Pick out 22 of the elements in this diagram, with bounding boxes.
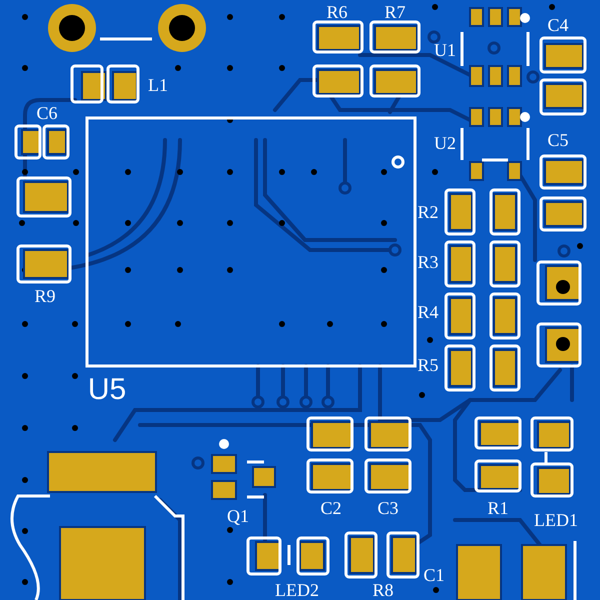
component-designator: U2 — [434, 134, 456, 152]
component-designator: LED1 — [534, 511, 578, 529]
component-designator: R3 — [418, 253, 438, 271]
component-designator: R4 — [418, 303, 438, 321]
component-designator: R7 — [384, 3, 406, 21]
component-designator: C1 — [424, 566, 444, 584]
component-designator: C2 — [320, 499, 342, 517]
component-designator: R8 — [372, 581, 394, 599]
component-designator: U5 — [88, 375, 126, 405]
component-designator: R2 — [418, 203, 438, 221]
component-designator: R9 — [34, 287, 56, 305]
component-designator: R6 — [326, 3, 348, 21]
component-designator: C4 — [548, 16, 568, 34]
component-designator: Q1 — [227, 507, 249, 525]
component-designator: C6 — [36, 104, 58, 122]
component-designator: U1 — [434, 41, 456, 59]
component-designator: L1 — [148, 76, 168, 94]
component-designator: R5 — [418, 356, 438, 374]
component-designator: LED2 — [275, 581, 319, 599]
component-designator: C3 — [378, 499, 398, 517]
component-designator: C5 — [548, 131, 568, 149]
component-designator: R1 — [488, 499, 508, 517]
